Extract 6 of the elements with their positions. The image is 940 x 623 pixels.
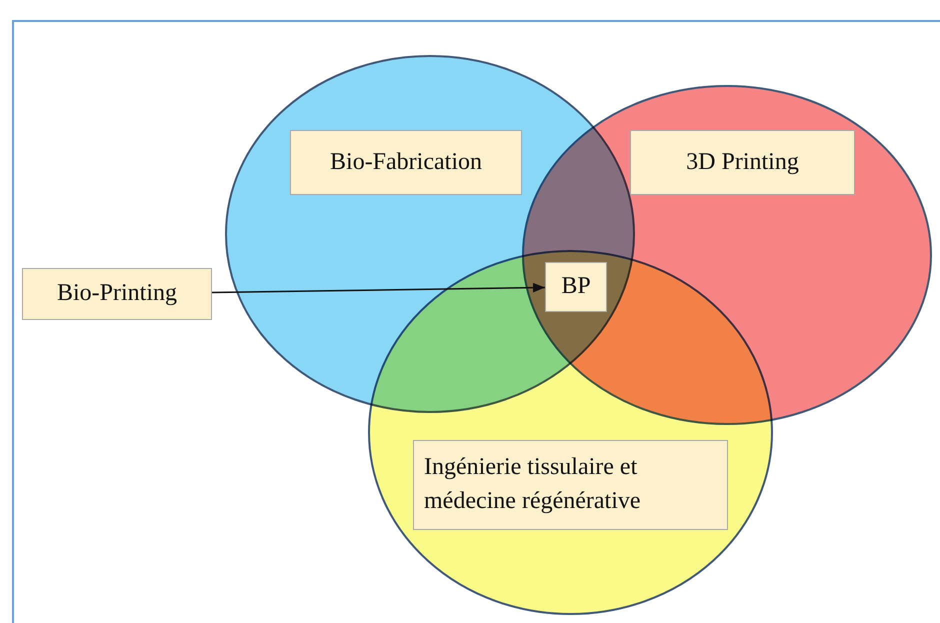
label-box: Ingénierie tissulaire et médecine régénérative: [413, 440, 728, 530]
label-box: Bio-Fabrication: [290, 130, 522, 195]
label-box: Bio-Printing: [22, 268, 212, 320]
label-box: BP: [545, 262, 607, 312]
label-box: 3D Printing: [630, 130, 855, 195]
arrow: [212, 282, 546, 294]
